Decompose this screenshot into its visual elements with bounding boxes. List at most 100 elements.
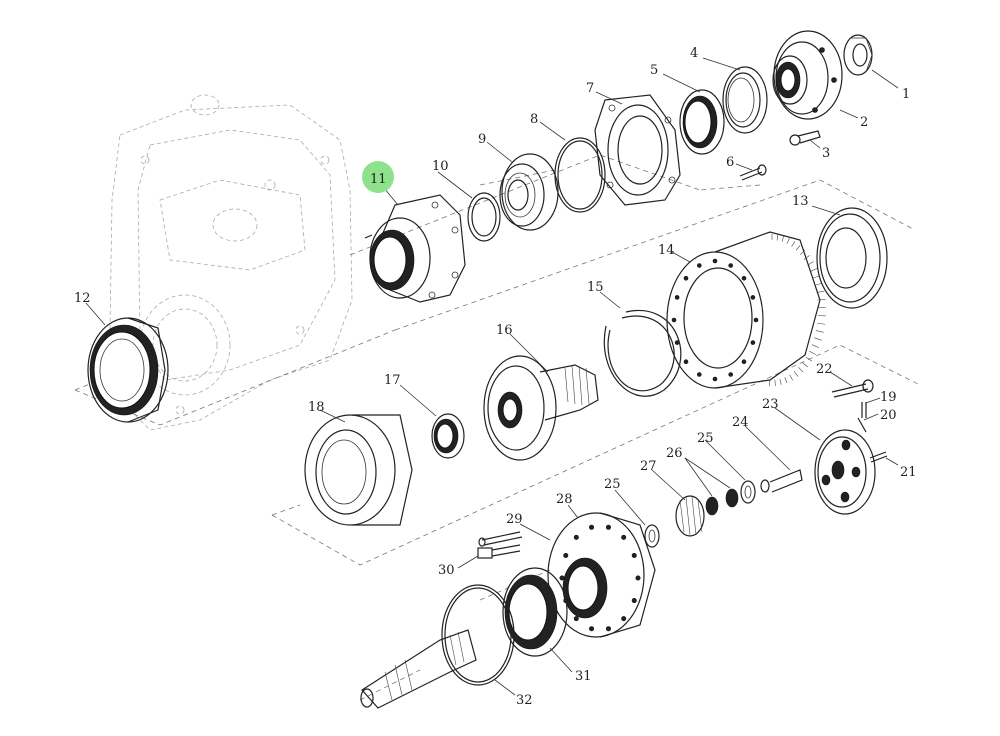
part-7-cover [594, 94, 681, 206]
part-12-bearing [87, 317, 169, 423]
gear-tooth [786, 237, 790, 244]
leader-lines [85, 57, 899, 696]
gear-tooth [776, 234, 779, 241]
gear-tooth [784, 377, 788, 384]
hub-hole [573, 616, 579, 622]
part-9-bearing [499, 153, 559, 231]
gear-tooth [798, 367, 804, 373]
callout-29[interactable]: 29 [506, 512, 523, 527]
gear-tooth [814, 282, 823, 286]
hub-hole [635, 575, 641, 581]
gear-tooth [809, 350, 816, 355]
callout-19[interactable]: 19 [880, 390, 897, 405]
gear-tooth [812, 275, 821, 279]
callout-28[interactable]: 28 [556, 492, 573, 507]
part-4-seal [722, 66, 768, 134]
callout-4[interactable]: 4 [690, 46, 698, 61]
callout-5[interactable]: 5 [650, 63, 658, 78]
callout-13[interactable]: 13 [792, 194, 809, 209]
gear-hole [683, 359, 689, 365]
part-23-carrier [814, 429, 876, 515]
callout-25b[interactable]: 25 [604, 477, 621, 492]
gear-tooth [774, 379, 776, 386]
hub-hole [631, 598, 637, 604]
part-20-spring-pin [857, 417, 867, 433]
gear-hole [750, 340, 756, 345]
callout-23[interactable]: 23 [762, 397, 779, 412]
part-8-o-ring [554, 137, 606, 213]
gear-hole [674, 295, 680, 300]
gear-hole [728, 263, 733, 268]
callout-25a[interactable]: 25 [697, 431, 714, 446]
part-22-bolt [831, 379, 874, 398]
callout-30[interactable]: 30 [438, 563, 455, 578]
callout-26[interactable]: 26 [666, 446, 683, 461]
part-28-hub [547, 512, 656, 638]
gear-tooth [817, 298, 826, 301]
hub-hole [621, 616, 627, 622]
hub-hole [605, 524, 611, 530]
gear-tooth [803, 255, 810, 260]
gear-tooth [795, 245, 801, 251]
gear-hole [697, 372, 702, 377]
callout-24[interactable]: 24 [732, 415, 749, 430]
callout-20[interactable]: 20 [880, 408, 897, 423]
gear-tooth [810, 268, 818, 272]
gear-hole [741, 275, 747, 281]
callout-11[interactable]: 11 [370, 172, 387, 187]
callout-9[interactable]: 9 [478, 132, 486, 147]
part-11-bearing-housing [364, 194, 466, 303]
part-13-disc [816, 207, 888, 309]
callout-2[interactable]: 2 [860, 115, 868, 130]
gear-tooth [805, 356, 813, 362]
part-15-circlip [603, 309, 682, 397]
callout-12[interactable]: 12 [74, 291, 91, 306]
part-30-bolt [477, 544, 521, 559]
callout-8[interactable]: 8 [530, 112, 538, 127]
callout-32[interactable]: 32 [516, 693, 533, 708]
assembly-axis-lines [74, 154, 921, 701]
callout-15[interactable]: 15 [587, 280, 604, 295]
gear-tooth [781, 235, 785, 242]
gear-tooth [807, 261, 814, 266]
gear-tooth [793, 371, 799, 377]
gear-hole [712, 376, 718, 382]
callout-16[interactable]: 16 [496, 323, 513, 338]
callout-3[interactable]: 3 [822, 146, 830, 161]
gear-hole [753, 317, 759, 323]
callout-6[interactable]: 6 [726, 155, 734, 170]
callout-10[interactable]: 10 [432, 159, 449, 174]
gear-tooth [815, 330, 824, 333]
gear-tooth [814, 337, 822, 341]
hub-hole [621, 534, 627, 540]
callout-labels: 1 2 3 4 5 6 7 8 9 10 11 12 13 14 15 16 1… [74, 46, 917, 708]
callout-18[interactable]: 18 [308, 400, 325, 415]
part-25-washer-upper [740, 480, 756, 504]
gear-tooth [802, 362, 808, 368]
callout-31[interactable]: 31 [575, 669, 592, 684]
gear-tooth [817, 322, 826, 325]
callout-21[interactable]: 21 [900, 465, 917, 480]
gear-tooth [799, 249, 806, 255]
part-32-output-shaft [360, 584, 515, 709]
callout-27[interactable]: 27 [640, 459, 657, 474]
hub-hole [573, 534, 579, 540]
hub-hole [589, 626, 595, 632]
part-17-bearing [431, 413, 465, 459]
ring-gear-teeth [769, 234, 826, 386]
callout-22[interactable]: 22 [816, 362, 833, 377]
part-19-pin [861, 402, 867, 418]
gear-hole [671, 317, 677, 323]
callout-17[interactable]: 17 [384, 373, 401, 388]
callout-1[interactable]: 1 [902, 87, 910, 102]
part-11-highlight[interactable] [362, 161, 394, 193]
part-14-ring-gear [666, 231, 826, 389]
callout-7[interactable]: 7 [586, 81, 594, 96]
gear-tooth [791, 241, 796, 247]
callout-14[interactable]: 14 [658, 243, 675, 258]
part-24-pin [760, 469, 803, 493]
part-10-snap-ring [467, 192, 501, 242]
part-27-planet-gear [675, 495, 705, 537]
gear-tooth [789, 374, 793, 381]
